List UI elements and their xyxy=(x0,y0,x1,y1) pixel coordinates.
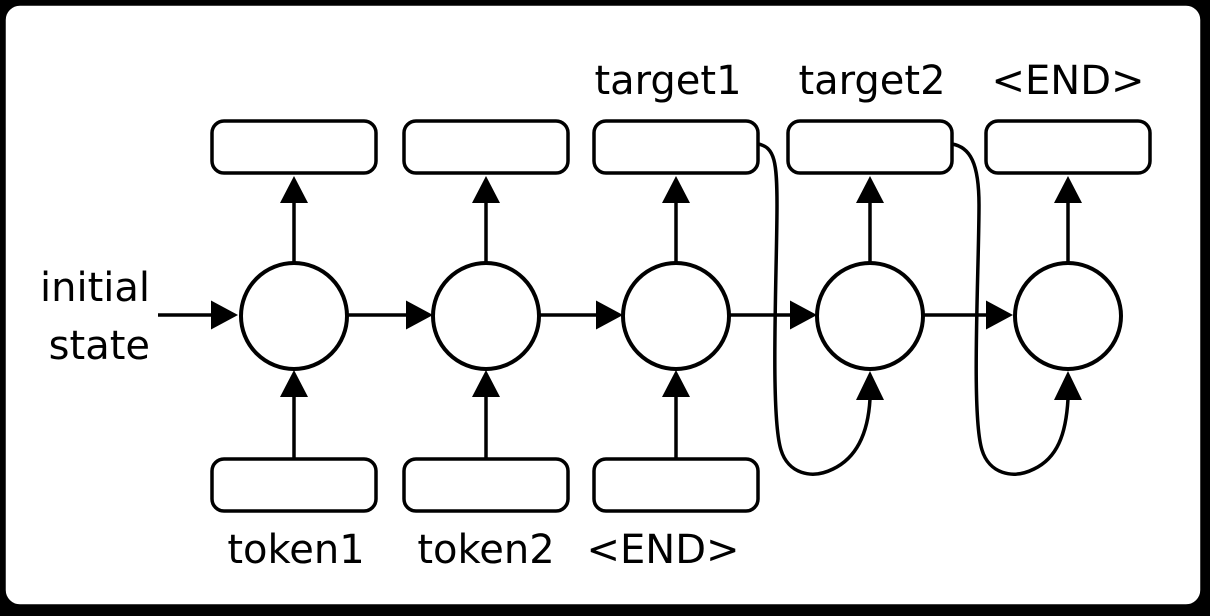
arrow-input3-cell3-head xyxy=(662,370,690,397)
arrow-cell1-output1-head xyxy=(280,176,308,203)
arrow-cell1-cell2-head xyxy=(406,300,433,330)
feedback-curve-target2-to-cell5 xyxy=(951,142,1070,476)
arrow-input1-cell1-head xyxy=(280,370,308,397)
output-box-5 xyxy=(984,119,1152,175)
initial-state-label-line2: state xyxy=(49,323,150,369)
feedback-arrowhead-cell5 xyxy=(1054,371,1082,400)
input-label-token1: token1 xyxy=(227,527,364,573)
arrow-cell4-output4-head xyxy=(856,176,884,203)
arrow-cell3-cell4-head xyxy=(790,300,817,330)
output-label-end: <END> xyxy=(991,58,1144,104)
rnn-cell-2 xyxy=(431,261,541,371)
output-label-target1: target1 xyxy=(594,58,741,104)
input-box-1 xyxy=(210,457,378,513)
feedback-arrowhead-cell4 xyxy=(856,371,884,400)
rnn-cell-5 xyxy=(1013,261,1123,371)
initial-state-label-line1: initial xyxy=(40,265,150,311)
output-box-4 xyxy=(786,119,954,175)
output-box-1 xyxy=(210,119,378,175)
arrow-cell5-output5-head xyxy=(1054,176,1082,203)
output-box-3 xyxy=(592,119,760,175)
input-label-end: <END> xyxy=(586,527,739,573)
output-box-2 xyxy=(402,119,570,175)
arrow-cell2-output2-head xyxy=(472,176,500,203)
rnn-cell-4 xyxy=(815,261,925,371)
rnn-cell-1 xyxy=(239,261,349,371)
input-label-token2: token2 xyxy=(417,527,554,573)
arrow-cell4-cell5-head xyxy=(986,300,1013,330)
arrow-cell3-output3-head xyxy=(662,176,690,203)
arrow-cell2-cell3-head xyxy=(596,300,623,330)
initial-state-arrowhead xyxy=(211,300,238,330)
feedback-curve-target1-to-cell4 xyxy=(757,142,872,476)
output-label-target2: target2 xyxy=(798,58,945,104)
arrow-input2-cell2-head xyxy=(472,370,500,397)
input-box-3 xyxy=(592,457,760,513)
input-box-2 xyxy=(402,457,570,513)
rnn-cell-3 xyxy=(621,261,731,371)
